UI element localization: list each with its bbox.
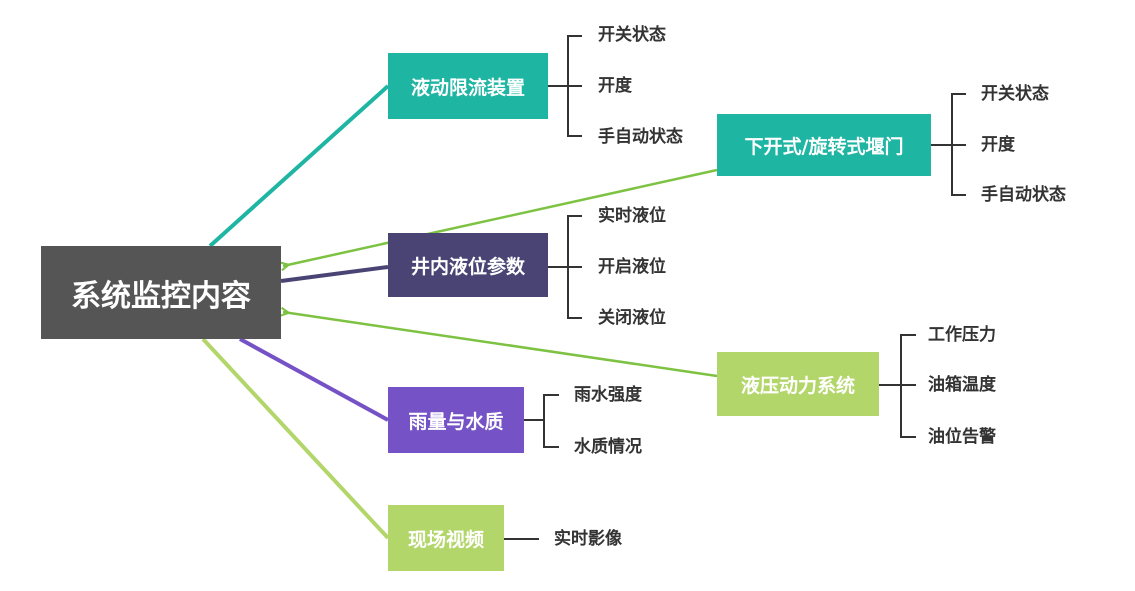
bracket-valve [548, 35, 582, 137]
leaf-valve-opening: 开度 [598, 76, 632, 96]
connector-gate-root [283, 168, 718, 266]
root-node: 系统监控内容 [41, 246, 281, 339]
bracket-gate [931, 93, 966, 196]
leaf-oil-level-alarm: 油位告警 [928, 427, 996, 447]
branch-hydraulic-flow-limiter: 液动限流装置 [388, 53, 548, 119]
connector-root-rain [239, 337, 389, 422]
leaf-tank-temperature: 油箱温度 [928, 375, 996, 395]
leaf-realtime-image: 实时影像 [554, 529, 622, 549]
leaf-valve-manual-auto-status: 手自动状态 [598, 127, 683, 147]
leaf-gate-manual-auto-status: 手自动状态 [981, 185, 1066, 205]
leaf-close-level: 关闭液位 [598, 308, 666, 328]
connector-root-video [201, 337, 390, 540]
leaf-open-level: 开启液位 [598, 257, 666, 277]
branch-well-level-params: 井内液位参数 [388, 233, 548, 297]
leaf-gate-switch-status: 开关状态 [981, 84, 1049, 104]
bracket-hydraulic [879, 334, 916, 438]
leaf-working-pressure: 工作压力 [928, 325, 996, 345]
connector-root-valve [208, 84, 390, 248]
leaf-gate-opening: 开度 [981, 135, 1015, 155]
connector-hydraulic-root [283, 312, 718, 378]
branch-site-video: 现场视频 [388, 505, 504, 571]
leaf-water-quality: 水质情况 [574, 437, 642, 457]
bracket-level [548, 215, 582, 319]
bracket-rain [524, 394, 559, 448]
leaf-rain-intensity: 雨水强度 [574, 385, 642, 405]
leaf-valve-switch-status: 开关状态 [598, 25, 666, 45]
branch-hydraulic-power-system: 液压动力系统 [717, 352, 879, 416]
branch-rainfall-water-quality: 雨量与水质 [388, 387, 524, 453]
branch-weir-gate: 下开式/旋转式堰门 [717, 114, 931, 176]
connector-root-level [280, 265, 389, 283]
leaf-realtime-level: 实时液位 [598, 206, 666, 226]
